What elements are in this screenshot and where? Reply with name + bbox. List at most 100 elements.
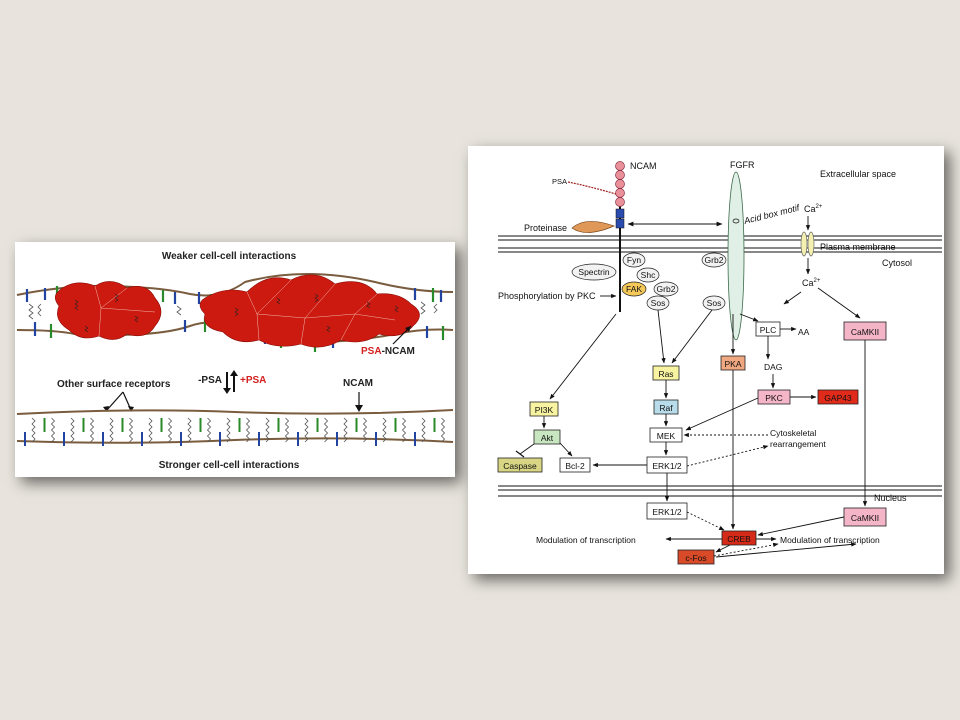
acid-box-label: Acid box motif — [742, 202, 802, 226]
shc-label: Shc — [641, 270, 656, 280]
fak-oval — [621, 281, 647, 297]
grb2-b-label: Grb2 — [705, 255, 724, 265]
proteinase-label: Proteinase — [524, 223, 567, 233]
mod-transcription-left: Modulation of transcription — [536, 535, 636, 545]
receptor-coil — [128, 417, 134, 443]
other-receptors-pointers — [106, 391, 132, 411]
ras-label: Ras — [658, 369, 673, 379]
creb-box — [721, 530, 757, 546]
ncam-ig-domains — [615, 161, 625, 207]
camkii-label: CaMKII — [851, 327, 879, 337]
cell-boundaries — [94, 279, 396, 345]
receptor-coil — [109, 417, 114, 443]
cell-interaction-panel: Weaker cell-cell interactions — [15, 242, 455, 477]
receptor-coil — [206, 417, 212, 443]
aa-label: AA — [798, 327, 810, 337]
receptor-coil — [440, 417, 446, 443]
lower-membrane-top — [16, 409, 454, 415]
psa-label: PSA — [552, 177, 567, 186]
fak-label: FAK — [626, 284, 642, 294]
psa-ncam-arrowhead — [405, 326, 411, 332]
cytoskeletal-label: Cytoskeletal — [770, 428, 816, 438]
psa-chain — [567, 181, 617, 195]
adaptor-complex — [571, 252, 727, 311]
cfos-label: c-Fos — [685, 553, 706, 563]
inhibition-bar — [515, 450, 525, 458]
erk-nuc-box — [646, 502, 688, 520]
receptor-coil — [148, 417, 153, 443]
ca-mid-label: Ca2+ — [802, 278, 821, 288]
mek-label: MEK — [657, 431, 676, 441]
extracellular-space-label: Extracellular space — [820, 169, 896, 179]
weaker-interactions-title: Weaker cell-cell interactions — [162, 251, 297, 262]
receptor-coil — [421, 417, 426, 443]
caspase-label: Caspase — [503, 461, 537, 471]
receptor-coil — [304, 417, 309, 443]
receptor-coil — [31, 417, 36, 443]
caspase-box — [497, 457, 543, 473]
plasma-membrane-lines — [498, 235, 942, 253]
acid-box-site — [732, 218, 740, 224]
pathway-arrows — [541, 309, 868, 558]
fyn-label: Fyn — [627, 255, 641, 265]
phosphorylation-label: Phosphorylation by PKC — [498, 291, 596, 301]
gap43-box — [817, 389, 859, 405]
fgfr-label: FGFR — [730, 160, 755, 170]
grb2-a-label: Grb2 — [657, 284, 676, 294]
ncam-fn3-domain — [615, 208, 625, 219]
lower-membrane-bottom — [16, 437, 454, 444]
akt-inhibits-caspase — [519, 443, 535, 455]
akt-box — [533, 429, 561, 445]
erk-nuc-label: ERK1/2 — [652, 507, 682, 517]
receptor-coil — [265, 417, 270, 443]
receptor-coil — [50, 417, 56, 443]
psa-switch-arrows — [223, 370, 238, 394]
creb-label: CREB — [727, 534, 751, 544]
dag-label: DAG — [764, 362, 782, 372]
receptor-coil — [70, 417, 75, 443]
receptor-coil — [245, 417, 251, 443]
receptor-coil — [284, 417, 290, 443]
pka-label: PKA — [724, 359, 741, 369]
other-receptors-label: Other surface receptors — [57, 379, 171, 390]
fgfr-receptor — [727, 171, 745, 341]
lower-receptors — [24, 417, 446, 446]
ca-top-label: Ca2+ — [804, 204, 823, 214]
receptor-coil — [167, 417, 173, 443]
stronger-interactions-title: Stronger cell-cell interactions — [159, 460, 300, 471]
sos-a-label: Sos — [651, 298, 666, 308]
cytosol-label: Cytosol — [882, 258, 912, 268]
receptor-coil — [323, 417, 329, 443]
bcl2-box — [559, 457, 591, 473]
ncam-label: NCAM — [343, 378, 373, 389]
akt-label: Akt — [541, 433, 554, 443]
spectrin-label: Spectrin — [578, 267, 609, 277]
ca-channel — [800, 231, 815, 257]
bcl2-label: Bcl-2 — [565, 461, 585, 471]
minus-psa-label: -PSA — [198, 375, 222, 386]
ncam-fn3-domain-2 — [615, 218, 625, 229]
raf-label: Raf — [659, 403, 673, 413]
receptor-coil — [187, 417, 192, 443]
nucleus-label: Nucleus — [874, 493, 907, 503]
nuclear-membrane-lines — [498, 485, 942, 497]
plasma-membrane-label: Plasma membrane — [820, 242, 896, 252]
mod-transcription-right: Modulation of transcription — [780, 535, 880, 545]
gap43-label: GAP43 — [824, 393, 852, 403]
pkc-label: PKC — [765, 393, 782, 403]
receptor-coil — [89, 417, 95, 443]
psa-chains — [74, 293, 399, 333]
proteinase-enzyme — [571, 221, 615, 233]
ncam-arrowhead — [355, 405, 363, 412]
dashed-arrows — [683, 432, 779, 557]
receptor-coil — [401, 417, 407, 443]
camkii-nuc-label: CaMKII — [851, 513, 879, 523]
pathway-boxes — [497, 321, 887, 565]
cfos-box — [677, 549, 715, 565]
receptor-coil — [226, 417, 231, 443]
erk-cyto-label: ERK1/2 — [652, 461, 682, 471]
ca-to-aa-arrow — [783, 291, 802, 305]
plus-psa-label: +PSA — [240, 375, 266, 386]
signaling-pathway-panel: Extracellular space Plasma membrane Cyto… — [468, 146, 944, 574]
rearrangement-label: rearrangement — [770, 439, 826, 449]
